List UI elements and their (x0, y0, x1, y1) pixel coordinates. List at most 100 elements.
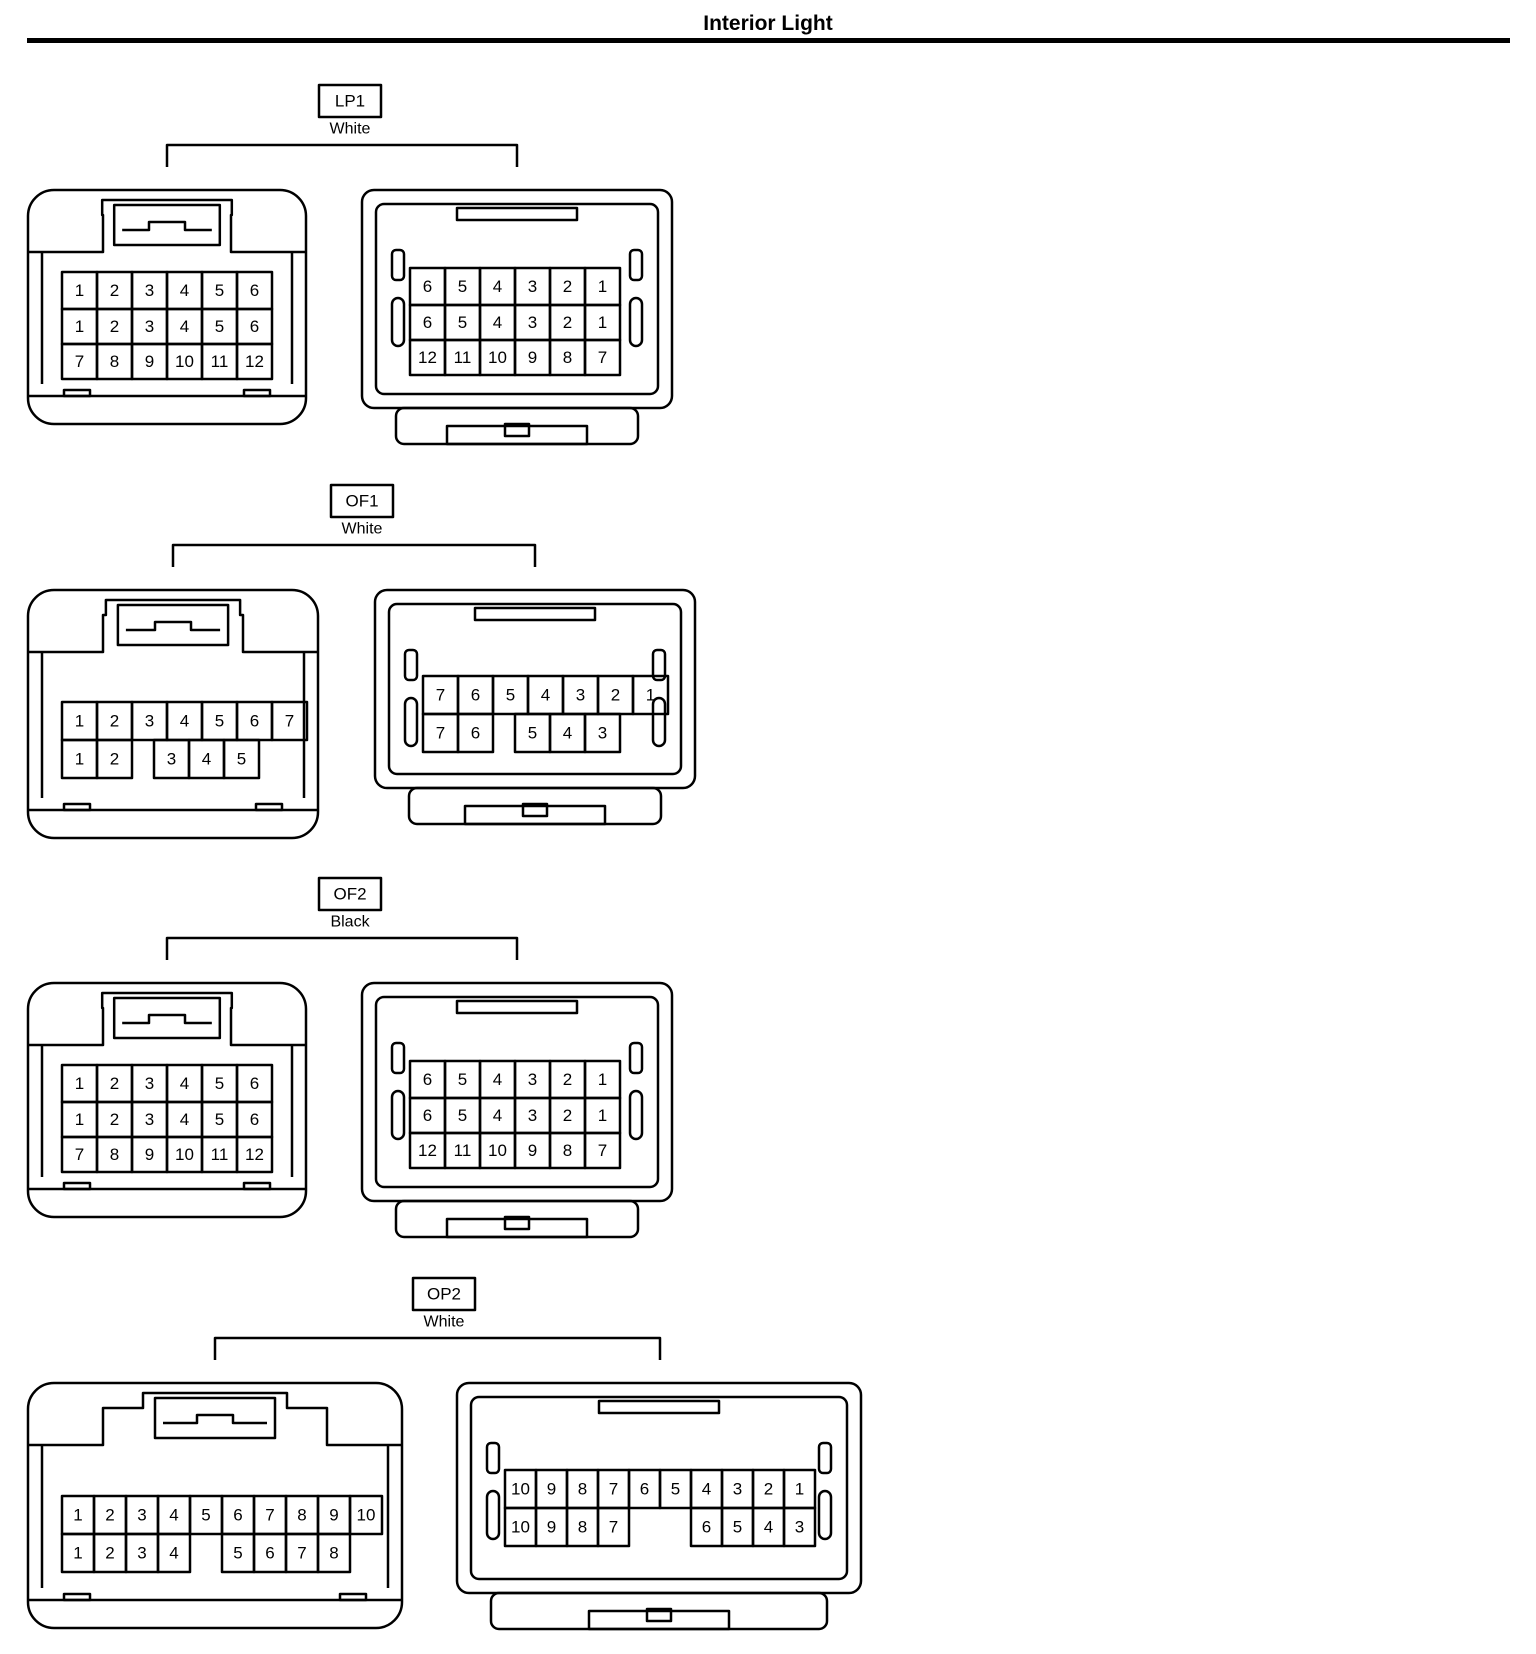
pin-number: 6 (640, 1480, 649, 1499)
pin-number: 11 (454, 1141, 472, 1160)
pin-number: 4 (493, 1106, 502, 1125)
female-base-key (645, 1607, 673, 1623)
female-base-tab (463, 804, 607, 826)
pin-number: 6 (423, 1106, 432, 1125)
connector-id-box (317, 83, 383, 119)
pin-number: 7 (609, 1480, 618, 1499)
pin-cell (348, 1494, 384, 1536)
pin-number: 10 (175, 1145, 194, 1164)
pin-number: 5 (733, 1518, 742, 1537)
female-inner-frame (469, 1395, 849, 1581)
pin-number: 2 (105, 1544, 114, 1563)
female-base-key (503, 422, 531, 438)
pin-cell (222, 738, 261, 780)
pin-number: 3 (145, 281, 154, 300)
pin-number: 6 (250, 281, 259, 300)
page-title: Interior Light (703, 12, 833, 35)
pin-number: 7 (265, 1506, 274, 1525)
pin-number: 2 (110, 1110, 119, 1129)
connector-id: OF2 (333, 885, 366, 904)
pin-number: 10 (357, 1506, 376, 1525)
male-foot (242, 1181, 272, 1191)
female-base-key (503, 1215, 531, 1231)
pin-number: 6 (265, 1544, 274, 1563)
pin-number: 11 (454, 348, 472, 367)
pin-number: 12 (245, 352, 264, 371)
pin-number: 7 (75, 352, 84, 371)
pin-number: 4 (202, 750, 211, 769)
pin-number: 5 (458, 313, 467, 332)
pin-number: 11 (211, 1145, 229, 1164)
pin-number: 1 (598, 1070, 607, 1089)
pin-number: 5 (671, 1480, 680, 1499)
pin-number: 9 (329, 1506, 338, 1525)
pin-number: 1 (75, 750, 84, 769)
pin-cell (782, 1506, 817, 1548)
pin-number: 5 (233, 1544, 242, 1563)
pin-number: 2 (563, 313, 572, 332)
pin-number: 3 (528, 1070, 537, 1089)
female-inner-frame (374, 995, 660, 1189)
female-side-slot (651, 696, 667, 748)
pin-number: 9 (547, 1480, 556, 1499)
male-housing (26, 981, 308, 1219)
pin-number: 2 (563, 277, 572, 296)
female-latch-slot (455, 206, 579, 222)
pin-number: 3 (733, 1480, 742, 1499)
male-latch-tab (125, 620, 221, 632)
female-side-slot (485, 1441, 501, 1475)
connector-id-box (317, 876, 383, 912)
pin-number: 5 (458, 1070, 467, 1089)
connector-color: White (424, 1314, 465, 1331)
pin-cell (456, 712, 495, 754)
pin-number: 10 (511, 1480, 530, 1499)
female-base-key (521, 802, 549, 818)
pin-number: 1 (75, 281, 84, 300)
male-housing (26, 1381, 404, 1630)
female-latch-slot (455, 999, 579, 1015)
pin-number: 3 (576, 686, 585, 705)
male-latch (153, 1396, 277, 1440)
pin-number: 10 (511, 1518, 530, 1537)
female-side-slot (817, 1489, 833, 1541)
pin-number: 8 (329, 1544, 338, 1563)
male-foot (62, 1592, 92, 1602)
pin-number: 10 (175, 352, 194, 371)
female-latch-slot (597, 1399, 721, 1415)
male-latch-tab (122, 220, 212, 232)
female-side-slot (403, 648, 419, 682)
pin-number: 9 (145, 1145, 154, 1164)
pin-number: 9 (145, 352, 154, 371)
pin-cell (583, 1131, 622, 1170)
pin-number: 1 (598, 1106, 607, 1125)
connector-bracket (171, 543, 537, 567)
pin-number: 6 (471, 686, 480, 705)
pin-number: 3 (528, 277, 537, 296)
connector-color: White (330, 121, 371, 138)
pin-number: 8 (110, 352, 119, 371)
pin-number: 7 (609, 1518, 618, 1537)
pin-number: 3 (167, 750, 176, 769)
pin-number: 3 (137, 1506, 146, 1525)
pin-number: 4 (541, 686, 550, 705)
female-base-tab (445, 1217, 589, 1239)
pin-number: 12 (245, 1145, 264, 1164)
pin-number: 1 (646, 686, 655, 705)
pin-number: 4 (764, 1518, 773, 1537)
female-side-slot (485, 1489, 501, 1541)
pin-number: 7 (297, 1544, 306, 1563)
connector-id: LP1 (335, 92, 365, 111)
female-side-slot (628, 248, 644, 282)
pin-cell (235, 342, 274, 381)
pin-number: 7 (436, 686, 445, 705)
pin-number: 4 (493, 277, 502, 296)
male-foot (62, 1181, 92, 1191)
pin-number: 2 (611, 686, 620, 705)
pin-number: 7 (75, 1145, 84, 1164)
